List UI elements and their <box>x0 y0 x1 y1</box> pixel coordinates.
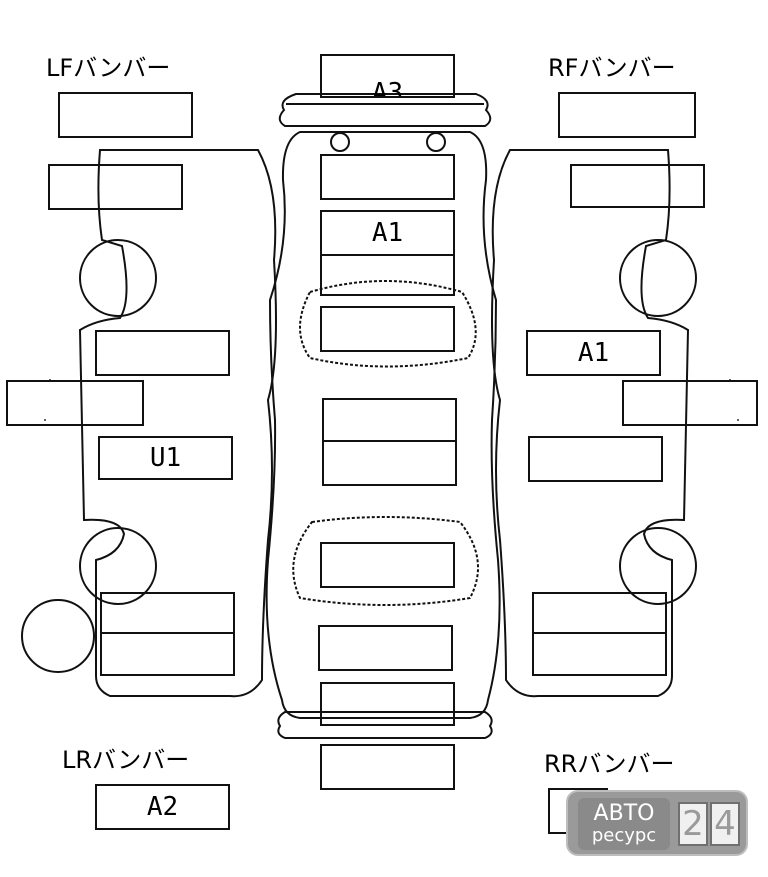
watermark-logo: АВТО ресурс 2 4 <box>566 790 748 856</box>
lf-bumper-label: LFバンバー <box>46 54 171 82</box>
windshield-box <box>320 306 455 352</box>
rf-bumper-label: RFバンバー <box>548 54 676 82</box>
trunk-box <box>318 625 453 671</box>
lr-bumper-box: A2 <box>95 784 230 830</box>
right-rear-quarter-lower-box <box>532 632 667 676</box>
roof-rear-box <box>322 440 457 486</box>
right-rear-quarter-upper-box <box>532 592 667 634</box>
right-mirror-box <box>622 380 758 426</box>
wheel-left-rear <box>79 527 157 605</box>
front-panel-box <box>320 154 455 200</box>
rr-bumper-label: RRバンバー <box>544 750 675 778</box>
rear-bumper-box <box>320 744 455 790</box>
rear-panel-box <box>320 682 455 726</box>
left-rear-quarter-lower-box <box>100 632 235 676</box>
lr-bumper-label: LRバンバー <box>62 746 190 774</box>
car-body-outline <box>265 131 501 719</box>
watermark-digit-1: 2 <box>678 802 708 846</box>
wheel-left-rear-outer <box>21 599 95 673</box>
left-side-outline <box>78 149 277 698</box>
rf-bumper-box <box>558 92 696 138</box>
watermark-text-block: АВТО ресурс <box>578 798 670 850</box>
left-rear-quarter-upper-box <box>100 592 235 634</box>
bonnet-lower-box <box>320 254 455 296</box>
roof-front-box <box>322 398 457 442</box>
watermark-line2: ресурс <box>591 825 657 846</box>
lf-bumper-box <box>58 92 193 138</box>
left-front-door-upper-box <box>95 330 230 376</box>
front-bumper-box: A3 <box>320 54 455 98</box>
wheel-right-front <box>619 239 697 317</box>
front-bumper-bar <box>278 93 492 127</box>
windshield-outline <box>299 280 477 368</box>
left-front-fender-box <box>48 164 183 210</box>
wheel-left-front <box>79 239 157 317</box>
right-front-door-upper-box: A1 <box>526 330 661 376</box>
watermark-digit-2: 4 <box>710 802 740 846</box>
right-front-fender-box <box>570 164 705 208</box>
rear-window-outline <box>292 516 479 606</box>
wheel-right-rear <box>619 527 697 605</box>
rear-window-box <box>320 542 455 588</box>
left-mirror-box <box>6 380 144 426</box>
watermark-line1: АВТО <box>593 801 655 826</box>
bonnet-box: A1 <box>320 210 455 256</box>
rear-bumper-bar <box>277 711 493 739</box>
left-front-door-box: U1 <box>98 436 233 480</box>
right-front-door-box <box>528 436 663 482</box>
